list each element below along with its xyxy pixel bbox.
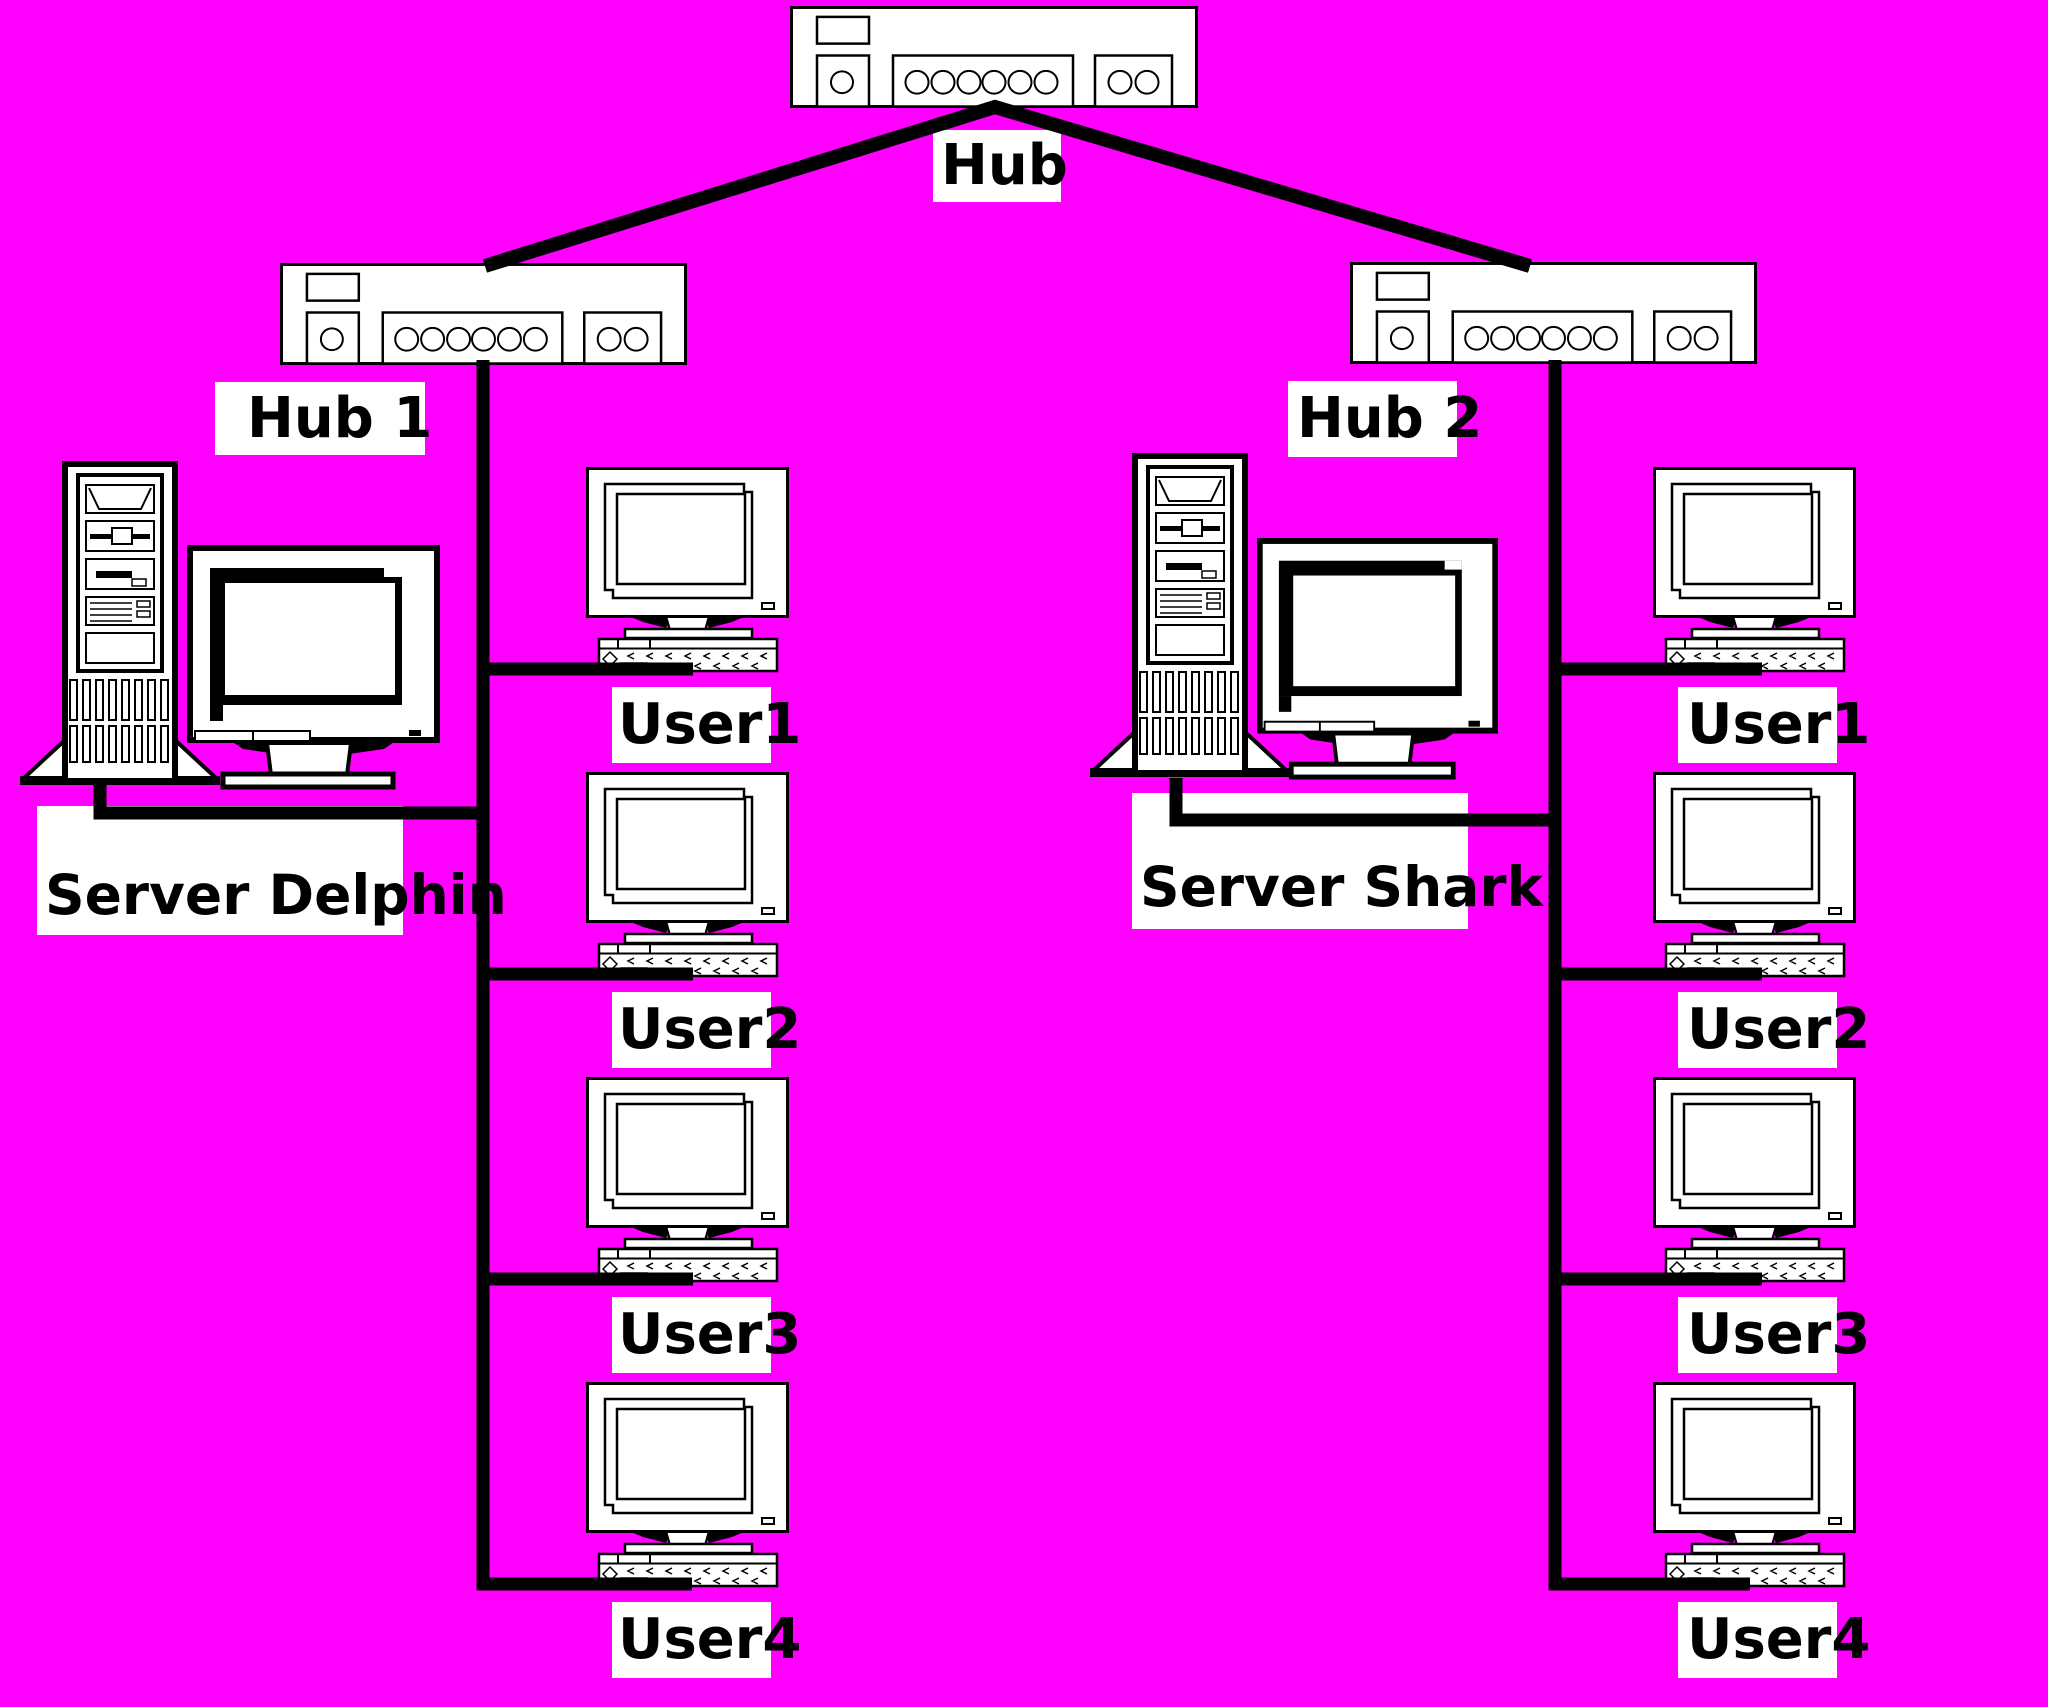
server-delphin-tower-icon [20,464,220,785]
left-user1-label: User1 [612,687,801,763]
right-user2-label: User2 [1678,992,1870,1068]
right-user3-pc-icon [1653,1077,1856,1283]
left-user3-label: User3 [612,1297,801,1373]
right-user3-label: User3 [1678,1297,1870,1373]
right-user2-pc-icon [1653,772,1856,978]
left-user3-pc-icon [586,1077,789,1283]
right-user4-label: User4 [1678,1602,1870,1678]
right-user1-label: User1 [1678,687,1870,763]
server-delphin-monitor-icon [190,548,437,787]
right-user4-pc-icon [1653,1382,1856,1588]
server-delphin-label: Server Delphin [37,806,507,935]
left-user4-pc-icon [586,1382,789,1588]
server-shark-monitor-icon [1260,541,1495,777]
left-user4-label: User4 [612,1602,801,1678]
top-hub-label: Hub [933,130,1068,202]
cable-hub1-trunk [476,360,692,1591]
right-user1-pc-icon [1653,467,1856,673]
hub1-icon [280,263,687,365]
hub2-icon [1350,262,1757,364]
cable-hub2-trunk [1548,360,1750,1591]
left-user2-pc-icon [586,772,789,978]
server-shark-tower-icon [1090,456,1290,777]
left-user2-label: User2 [612,992,801,1068]
left-user1-pc-icon [586,467,789,673]
server-shark-label: Server Shark [1132,793,1543,929]
hub2-label: Hub 2 [1288,381,1482,457]
top-hub-icon [790,6,1198,108]
hub1-label: Hub 1 [215,382,432,455]
